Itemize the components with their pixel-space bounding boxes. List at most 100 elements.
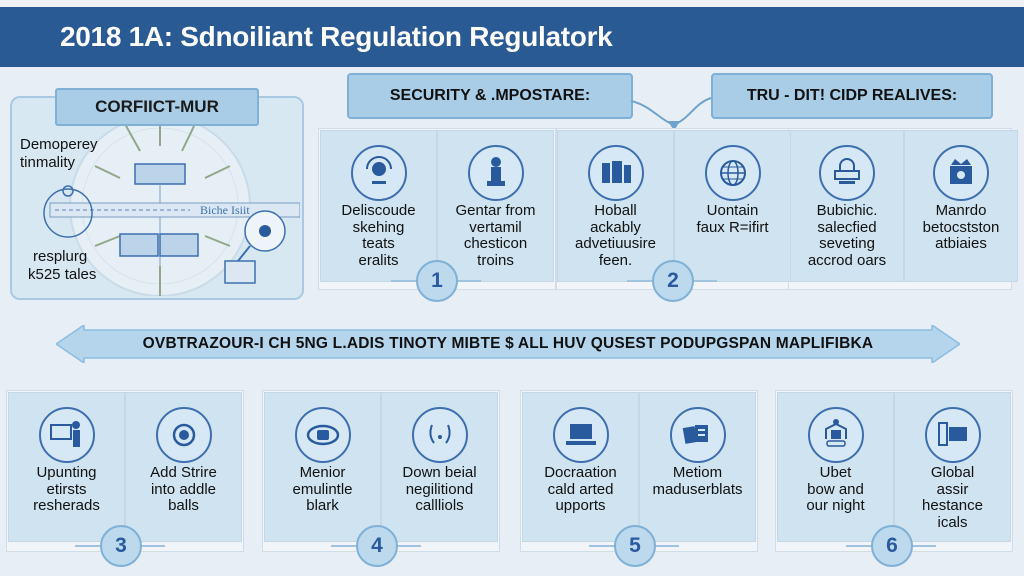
- card-text-line: resherads: [33, 497, 100, 514]
- card-text-line: Uontain: [706, 202, 759, 219]
- card-text-line: accrod oars: [807, 251, 887, 269]
- card-text-line: into addle: [150, 480, 217, 498]
- card-text-line: Metiom: [672, 464, 723, 481]
- category-trust: TRU - DIT! CIDP REALIVES:: [711, 73, 993, 119]
- card-text-line: chesticon: [463, 235, 528, 252]
- card-icon-circle: [552, 407, 609, 463]
- card-icon-circle: [924, 407, 981, 463]
- crown-document-icon: [950, 159, 972, 184]
- presenter-board-icon: [49, 421, 80, 447]
- camera-icon: [172, 423, 195, 447]
- card-text-line: Bubichic.: [816, 202, 878, 219]
- card-text-line: feen.: [598, 251, 633, 269]
- card-text-line: Menior: [299, 464, 346, 481]
- double-arrow-shape: [56, 325, 960, 363]
- card-text-line: Hoball: [594, 202, 637, 219]
- globe-icon: [719, 160, 746, 186]
- card-text-line: bow and: [807, 480, 864, 498]
- conflict-top-text-line: Demoperey tinmality: [20, 136, 98, 171]
- conflict-bottom-line-2: k525 tales: [28, 266, 97, 283]
- top-strip: [0, 0, 1024, 7]
- chess-piece-icon: [486, 157, 505, 186]
- device-box: [224, 260, 256, 284]
- step-number-badge: 5: [614, 525, 656, 567]
- card-text-line: atbiaies: [935, 235, 987, 252]
- card-text-line: ackably: [590, 218, 641, 236]
- card-text-line: balls: [168, 497, 199, 514]
- card-icon-circle: [155, 407, 212, 463]
- card-text-line: cald arted: [547, 480, 614, 498]
- monitor-devices-icon: [937, 422, 967, 446]
- card-icon-circle: [467, 145, 524, 201]
- gauge-circle: [43, 188, 93, 238]
- face-outline-icon: [428, 424, 451, 444]
- card-text-line: our night: [806, 497, 865, 514]
- card-text-line: Upunting: [36, 464, 97, 481]
- laptop-icon: [565, 424, 596, 445]
- card-text-line: callliols: [415, 497, 464, 514]
- step-number-badge: 6: [871, 525, 913, 567]
- headset-person-icon: [365, 156, 392, 184]
- card-text-line: etirsts: [46, 480, 87, 498]
- building-person-icon: [824, 419, 847, 447]
- banner-text: OVBTRAZOUR-I CH 5NG L.ADIS TINOTY MIBTE …: [142, 335, 874, 352]
- card-text-line: vertamil: [469, 218, 522, 236]
- ruler-text: Biche Isiit: [200, 203, 250, 217]
- card-icon-circle: [38, 407, 95, 463]
- conflict-diagram-illustration: Biche Isiit: [43, 115, 300, 296]
- radial-spokes: [94, 116, 231, 296]
- eye-device-icon: [306, 424, 339, 446]
- card-text-line: salecfied: [817, 218, 877, 236]
- step-number-badge: 1: [416, 260, 458, 302]
- card-icon-circle: [669, 407, 726, 463]
- card-icon-circle: [807, 407, 864, 463]
- card-text-line: teats: [362, 235, 395, 252]
- card-icon-circle: [933, 145, 989, 201]
- card-text-line: upports: [555, 497, 606, 514]
- card-text-line: troins: [477, 251, 514, 269]
- top-block: [134, 163, 186, 185]
- conflict-label: CORFIICT-MUR: [55, 88, 259, 126]
- card-text-line: Global: [930, 464, 975, 481]
- card-text-line: emulintle: [292, 480, 353, 498]
- card-text-line: seveting: [819, 235, 875, 252]
- card-text-line: skehing: [352, 218, 405, 236]
- server-rack-icon: [601, 161, 631, 183]
- card-text-line: Gentar from: [455, 202, 536, 219]
- step-number-badge: 3: [100, 525, 142, 567]
- card-icon-circle: [350, 145, 407, 201]
- card-text-line: Add Strire: [150, 464, 217, 481]
- card-text-line: eralits: [358, 251, 399, 269]
- card-icon-circle: [704, 145, 761, 201]
- card-text-line: hestance: [922, 497, 983, 514]
- card-text-line: Down beial: [402, 464, 477, 481]
- card-text-line: faux R=ifirt: [696, 218, 769, 236]
- process-banner: OVBTRAZOUR-I CH 5NG L.ADIS TINOTY MIBTE …: [56, 325, 960, 363]
- magnifier-dot: [259, 225, 271, 237]
- card-text-line: betocstston: [922, 218, 1000, 236]
- card-icon-circle: [587, 145, 644, 201]
- bottom-block-left: [119, 233, 159, 257]
- conflict-bottom-text: resplurg k525 tales: [28, 248, 96, 284]
